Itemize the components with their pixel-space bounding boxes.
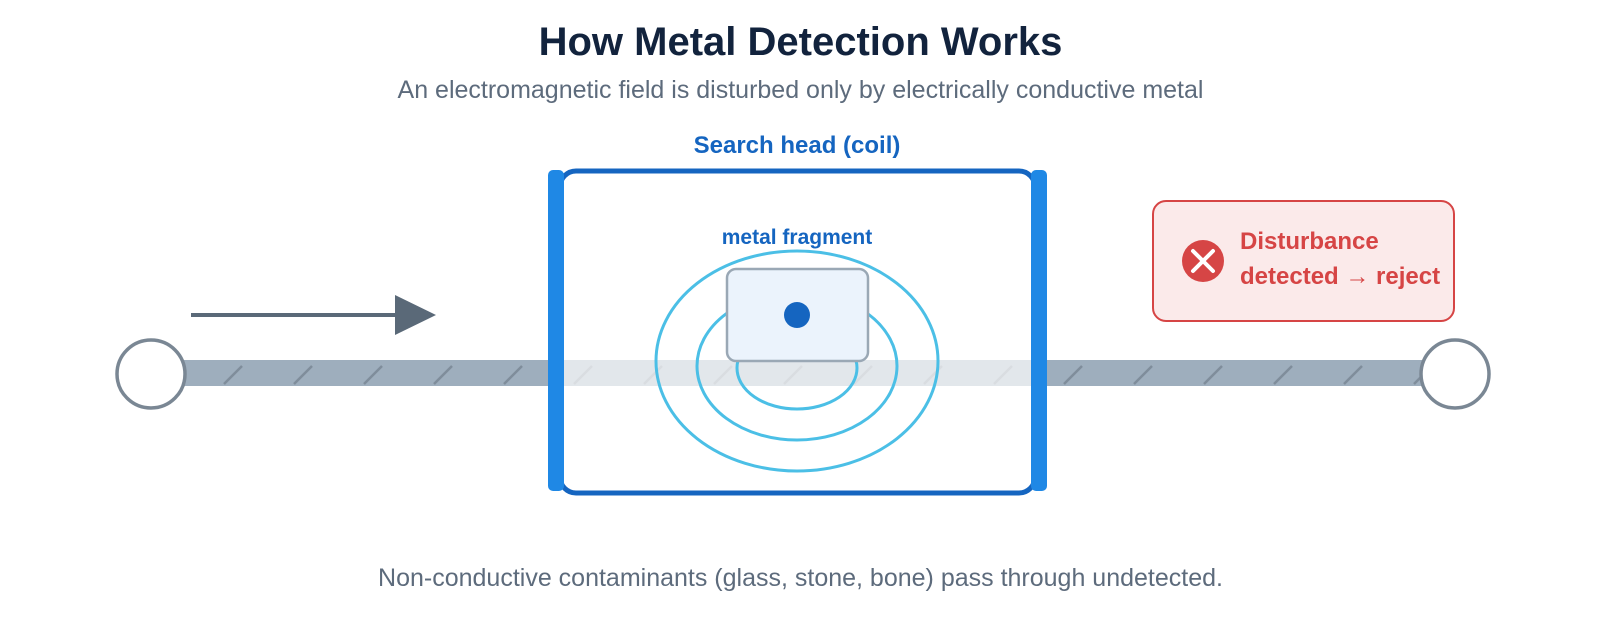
page-title: How Metal Detection Works: [538, 20, 1063, 64]
direction-arrow-head: [395, 295, 436, 335]
coil-label: Search head (coil): [694, 132, 901, 159]
left-roller: [115, 338, 187, 410]
metal-particle: [784, 302, 810, 328]
page-subtitle: An electromagnetic field is disturbed on…: [397, 76, 1204, 104]
x-circle-icon: [1182, 240, 1224, 282]
alert-line-1: Disturbance: [1240, 228, 1379, 255]
alert-box: [1152, 200, 1455, 322]
right-roller: [1419, 338, 1491, 410]
coil-right-bar: [1031, 170, 1047, 491]
fragment-label: metal fragment: [722, 226, 873, 249]
coil-left-bar: [548, 170, 564, 491]
alert-line-2: detected → reject: [1240, 263, 1440, 290]
footer-note: Non-conductive contaminants (glass, ston…: [378, 564, 1223, 592]
